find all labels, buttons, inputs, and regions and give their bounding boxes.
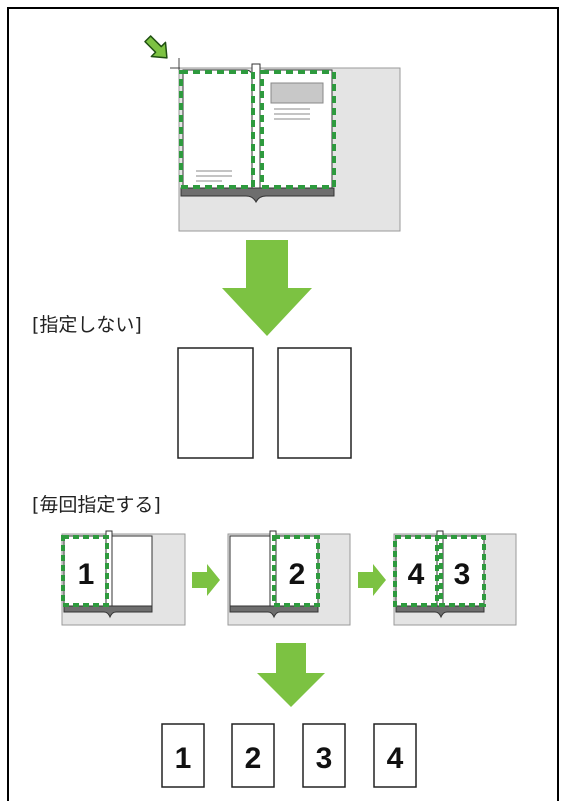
output-page-2: 2 [231,723,275,788]
book-left-page [395,535,439,607]
left-page-text-lines [196,170,232,182]
page-number: 2 [289,558,306,591]
outer-frame [7,7,559,801]
book-right-page [111,535,153,607]
output-page-number: 3 [316,742,333,775]
scan-area [272,535,320,607]
right-arrow-icon [192,564,220,596]
page-number-left: 4 [408,558,425,591]
scan-step-1: 1 [61,530,186,626]
scan-step-2: 2 [227,530,351,626]
output-page-number: 4 [387,742,404,775]
output-page-1: 1 [161,723,205,788]
book-left-page [63,535,107,607]
book-bottom-edge [395,604,485,619]
output-page-frame [161,723,205,788]
output-page-number: 1 [175,742,192,775]
book-bottom-edge [229,604,319,619]
right-arrow-icon [358,564,386,596]
book-bottom-edge [63,604,153,619]
output-page-frame [373,723,417,788]
scan-step-3: 4 3 [393,530,517,626]
scan-area [61,535,109,607]
page-number-right: 3 [454,558,471,591]
down-arrow-icon [222,240,312,336]
book-left-page [229,535,271,607]
output-page-frame [231,723,275,788]
scan-area-left [179,70,255,189]
book-left-page [182,69,254,189]
scan-area-right [260,70,336,189]
output-blank-page-1 [177,347,254,459]
label-specify-each-time: [毎回指定する] [32,494,161,516]
output-page-number: 2 [245,742,262,775]
right-page-image [270,82,324,104]
down-arrow-icon [257,643,325,707]
diagonal-arrow-icon [144,35,168,59]
output-page-4: 4 [373,723,417,788]
page-number: 1 [78,558,95,591]
book-right-page [442,535,485,607]
scan-area-left [393,535,439,607]
book-bottom-edge [180,187,335,204]
output-page-frame [302,723,346,788]
label-no-specify: [指定しない] [32,314,142,336]
output-page-3: 3 [302,723,346,788]
output-blank-page-2 [277,347,352,459]
scan-area-right [439,535,486,607]
right-page-text-lines [274,108,310,120]
book-on-scanner [170,58,401,232]
